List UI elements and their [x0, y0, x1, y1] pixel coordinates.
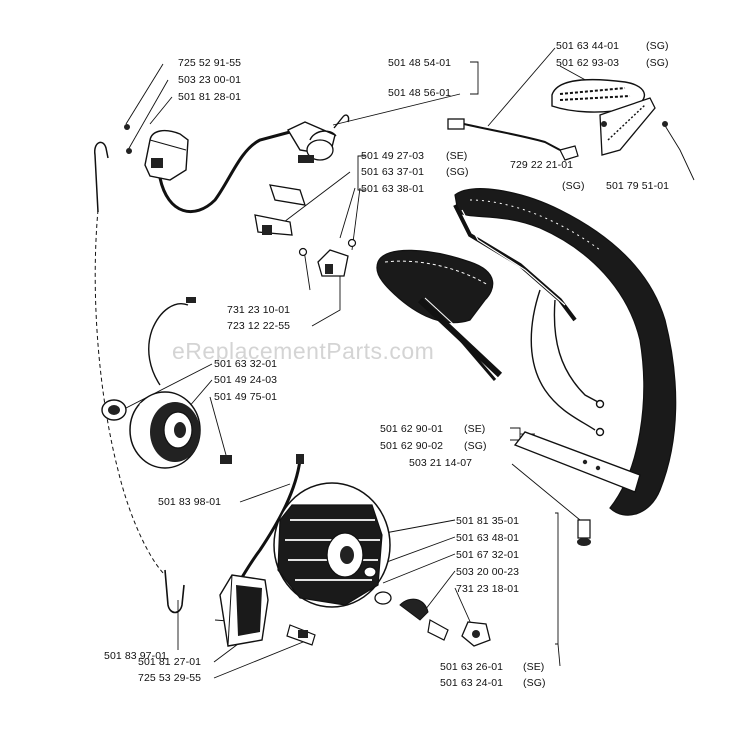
stop-wire-dashed [94, 209, 166, 576]
watermark: eReplacementParts.com [172, 338, 435, 364]
handle-bar [453, 188, 677, 516]
connector-wire [447, 118, 579, 161]
label-501-81-27-01: 501 81 27-01 [138, 656, 202, 668]
label-501-63-48-01: 501 63 48-01 [456, 532, 520, 544]
label-723-12-22-55: 723 12 22-55 [227, 320, 291, 332]
handle-bracket-plate [513, 431, 641, 546]
label-501-63-37-01: 501 63 37-01 [361, 166, 425, 178]
label-501-62-90-02-tag: (SG) [464, 440, 487, 452]
ignition-module [101, 297, 232, 469]
label-501-63-24-01: 501 63 24-01 [440, 677, 504, 689]
label-501-63-38-01: 501 63 38-01 [361, 183, 425, 195]
label-501-62-93-03: 501 62 93-03 [556, 57, 620, 69]
flywheel-fan [273, 482, 391, 608]
hook-wire-bottom [164, 569, 185, 614]
label-501-49-24-03: 501 49 24-03 [214, 374, 278, 386]
ignition-coil-bottom [219, 574, 316, 647]
label-725-53-29-55: 725 53 29-55 [138, 672, 202, 684]
label-501-62-90-01: 501 62 90-01 [380, 423, 444, 435]
heating-element [551, 79, 668, 156]
label-501-63-44-01: 501 63 44-01 [556, 40, 620, 52]
label-729-22-21-01: 729 22 21-01 [510, 159, 574, 171]
label-501-81-28-01: 501 81 28-01 [178, 91, 242, 103]
label-731-23-10-01: 731 23 10-01 [227, 304, 291, 316]
label-501-48-54-01: 501 48 54-01 [388, 57, 452, 69]
spark-plug-cap [287, 114, 350, 163]
bracket-parts [254, 184, 357, 277]
flywheel-hardware [363, 566, 491, 647]
label-501-83-97-01: 501 83 97-01 [104, 650, 168, 662]
label-731-23-18-01: 731 23 18-01 [456, 583, 520, 595]
label-501-49-27-03-tag: (SE) [446, 150, 468, 162]
label-501-63-24-01-tag: (SG) [523, 677, 546, 689]
label-501-63-26-01: 501 63 26-01 [440, 661, 504, 673]
label-501-63-32-01: 501 63 32-01 [214, 358, 278, 370]
label-501-63-44-01-tag: (SG) [646, 40, 669, 52]
label-729-22-21-01-tag: (SG) [562, 180, 585, 192]
label-501-67-32-01: 501 67 32-01 [456, 549, 520, 561]
label-501-79-51-01: 501 79 51-01 [606, 180, 670, 192]
label-503-21-14-07: 503 21 14-07 [409, 457, 473, 469]
label-501-48-56-01: 501 48 56-01 [388, 87, 452, 99]
hook-wire [94, 141, 109, 213]
label-501-62-90-01-tag: (SE) [464, 423, 486, 435]
label-501-81-35-01: 501 81 35-01 [456, 515, 520, 527]
label-501-62-93-03-tag: (SG) [646, 57, 669, 69]
ignition-coil-top [124, 124, 291, 214]
label-501-49-75-01: 501 49 75-01 [214, 391, 278, 403]
label-501-83-98-01: 501 83 98-01 [158, 496, 222, 508]
label-501-63-37-01-tag: (SG) [446, 166, 469, 178]
label-501-63-26-01-tag: (SE) [523, 661, 545, 673]
label-503-20-00-23: 503 20 00-23 [456, 566, 520, 578]
handle-cover [376, 249, 506, 381]
label-501-62-90-02: 501 62 90-02 [380, 440, 444, 452]
label-503-23-00-01: 503 23 00-01 [178, 74, 242, 86]
small-wire-end [296, 454, 304, 464]
label-501-49-27-03: 501 49 27-03 [361, 150, 425, 162]
label-725-52-91-55: 725 52 91-55 [178, 57, 242, 69]
handle-wires [530, 289, 605, 437]
leader-lines [125, 47, 695, 679]
